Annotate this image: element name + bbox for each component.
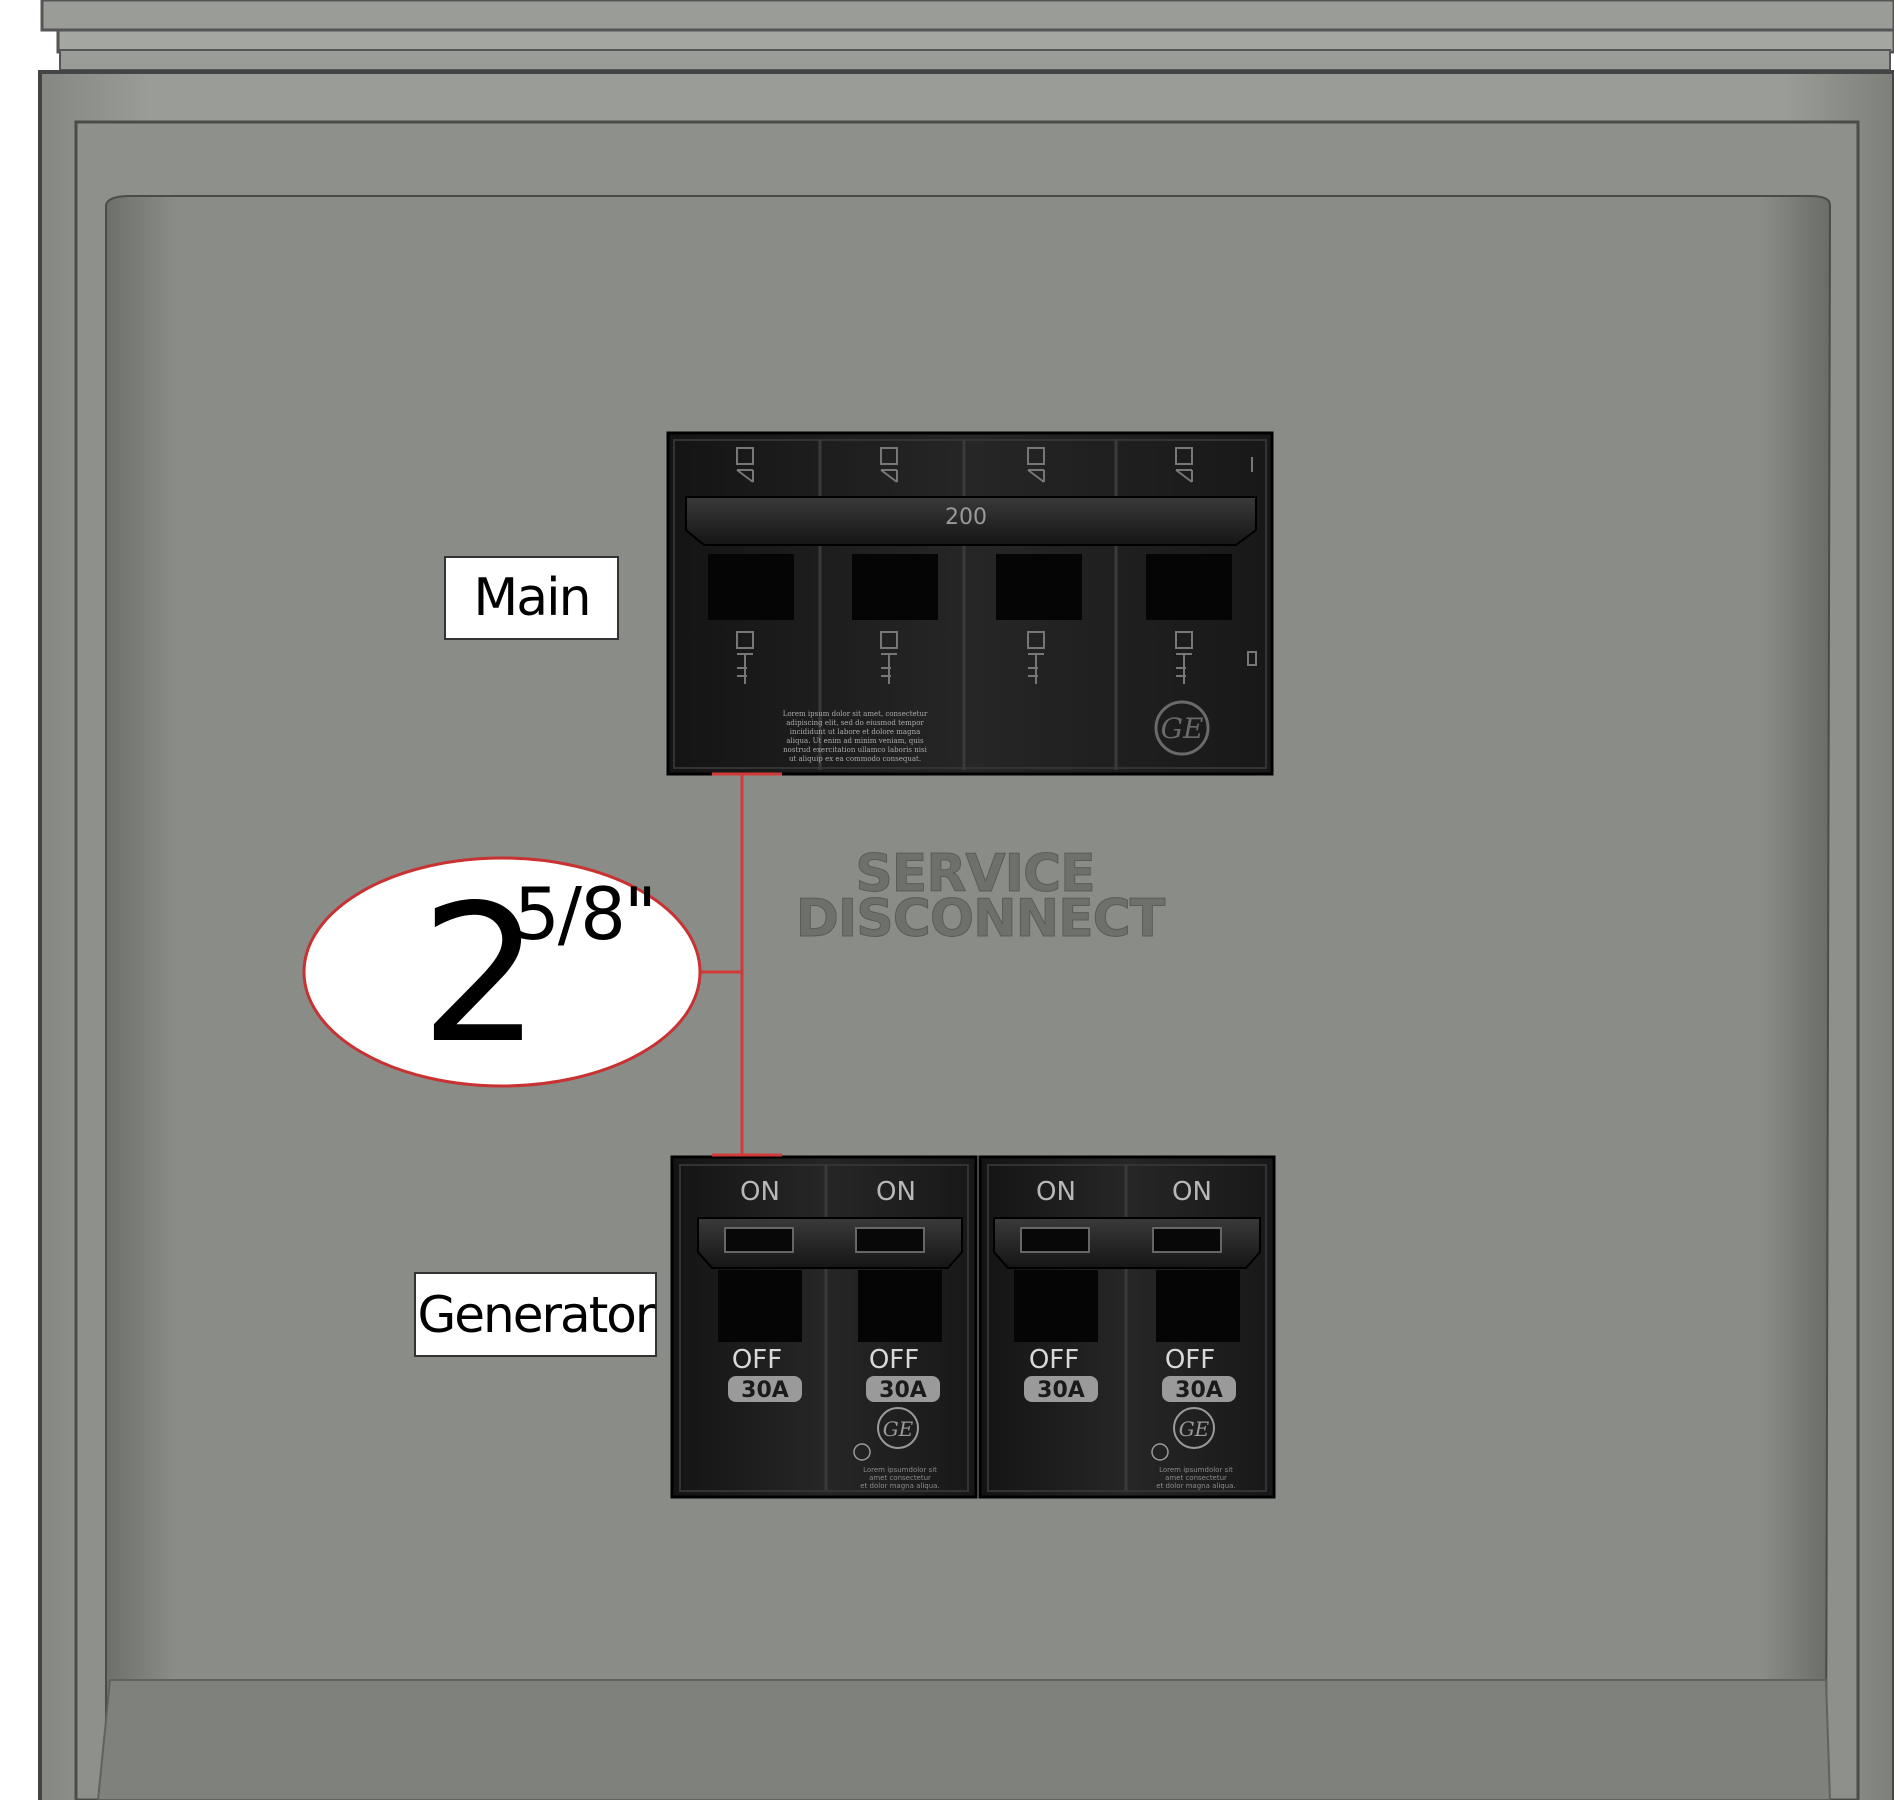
panel-bottom-ledge: [96, 1679, 1832, 1800]
panel-top-lid: [40, 0, 1894, 71]
gen-pole4-amp-label: 30A: [1175, 1378, 1223, 1403]
svg-text:Lorem ipsumdolor sit: Lorem ipsumdolor sit: [863, 1466, 937, 1474]
gen-pole2-off-label: OFF: [869, 1345, 919, 1375]
gen-pole1-off-label: OFF: [732, 1345, 782, 1375]
generator-breaker-label: Generator: [414, 1272, 657, 1357]
service-disconnect-line2: DISCONNECT: [795, 889, 1166, 949]
ge-logo-icon: [877, 1407, 919, 1449]
ge-logo-icon: [1173, 1407, 1215, 1449]
svg-text:GE: GE: [1179, 1417, 1210, 1441]
ul-mark-icon: [1151, 1443, 1169, 1461]
service-disconnect-line1: SERVICE: [855, 844, 1096, 904]
gen-pole3-amp-label: 30A: [1037, 1378, 1085, 1403]
gen-pole2-on-label: ON: [876, 1177, 916, 1207]
gen-pole3-on-label: ON: [1036, 1177, 1076, 1207]
svg-text:adipiscing elit, sed do eiusmo: adipiscing elit, sed do eiusmod tempor: [786, 719, 924, 727]
main-breaker[interactable]: GE Lorem ipsum dolor sit amet, consectet…: [666, 431, 1274, 776]
svg-text:amet consectetur: amet consectetur: [1165, 1474, 1227, 1482]
main-breaker-rating: 200: [945, 505, 987, 530]
gen-pole2-amp-label: 30A: [879, 1378, 927, 1403]
main-breaker-label: Main: [444, 556, 619, 640]
generator-breaker-left[interactable]: GE Lorem ipsumdolor sit amet consectetur…: [670, 1155, 978, 1499]
svg-text:Lorem ipsum dolor sit amet, co: Lorem ipsum dolor sit amet, consectetur: [783, 710, 928, 718]
svg-text:incididunt ut labore et dolore: incididunt ut labore et dolore magna: [790, 728, 921, 736]
ul-mark-icon: [853, 1443, 871, 1461]
gen-pole4-off-label: OFF: [1165, 1345, 1215, 1375]
generator-breaker-right[interactable]: GE Lorem ipsumdolor sit amet consectetur…: [978, 1155, 1276, 1499]
gen-pole3-off-label: OFF: [1029, 1345, 1079, 1375]
ge-logo-icon: [1154, 700, 1210, 756]
svg-text:nostrud exercitation ullamco l: nostrud exercitation ullamco laboris nis…: [783, 746, 927, 754]
svg-text:amet consectetur: amet consectetur: [869, 1474, 931, 1482]
main-breaker-tie-bar[interactable]: [685, 496, 1257, 546]
svg-text:GE: GE: [1161, 712, 1204, 745]
measurement-callout-ellipse: [302, 856, 702, 1088]
measurement-whole-number: 2: [420, 864, 541, 1085]
svg-text:et dolor magna aliqua.: et dolor magna aliqua.: [1156, 1482, 1235, 1490]
gen-pole1-amp-label: 30A: [741, 1378, 789, 1403]
svg-text:GE: GE: [883, 1417, 914, 1441]
svg-text:Lorem ipsumdolor sit: Lorem ipsumdolor sit: [1159, 1466, 1233, 1474]
gen-pole1-on-label: ON: [740, 1177, 780, 1207]
svg-text:aliqua. Ut enim ad minim venia: aliqua. Ut enim ad minim veniam, quis: [786, 737, 924, 745]
measurement-dimension-line: [700, 772, 782, 1157]
gen-pole4-on-label: ON: [1172, 1177, 1212, 1207]
measurement-fraction: 5/8": [514, 872, 657, 956]
svg-text:et dolor magna aliqua.: et dolor magna aliqua.: [860, 1482, 939, 1490]
svg-text:ut aliquip ex ea commodo conse: ut aliquip ex ea commodo consequat.: [789, 755, 921, 763]
